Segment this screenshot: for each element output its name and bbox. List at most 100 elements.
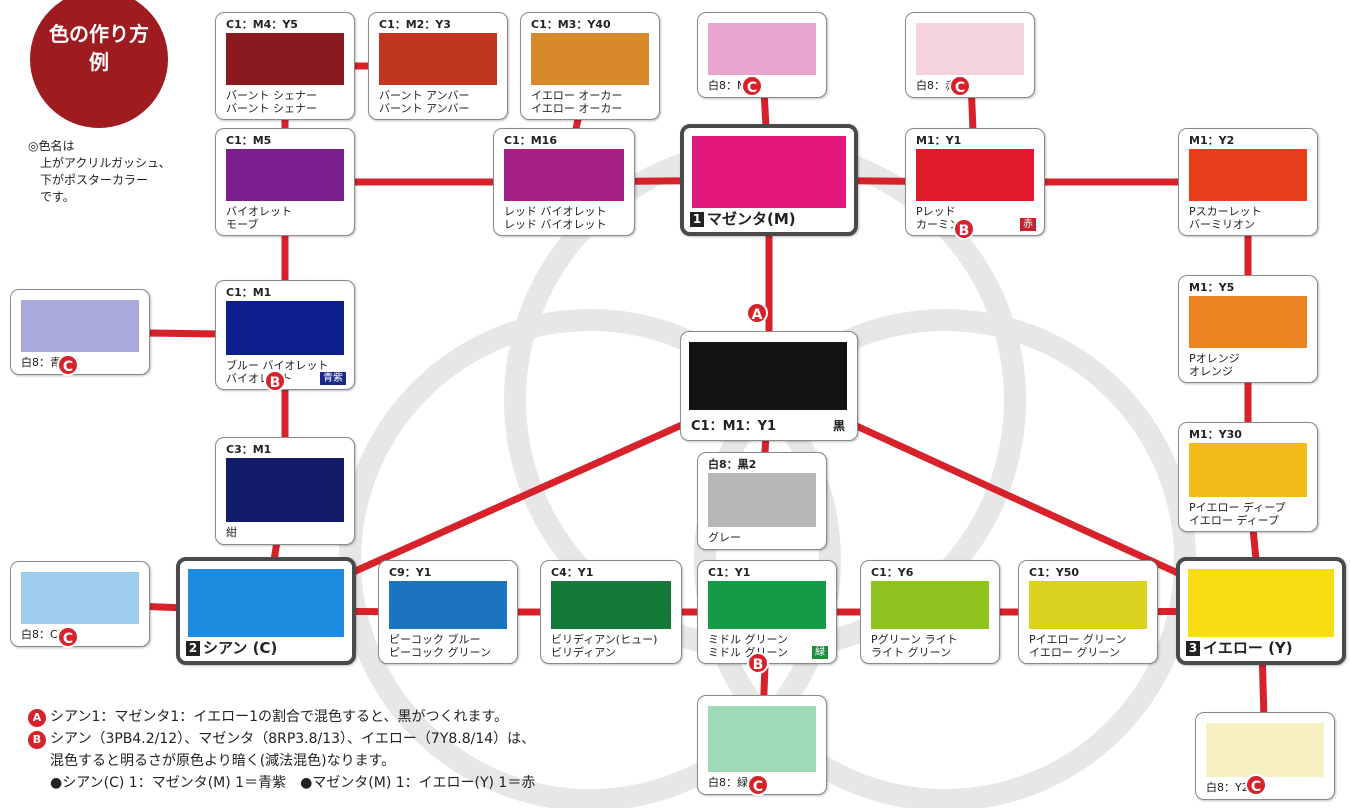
color-name-primary: ビリディアン(ヒュー) <box>551 633 658 646</box>
mix-ratio: C1：Y1 <box>708 566 751 579</box>
color-swatch <box>21 300 139 352</box>
mix-ratio: C1：M2：Y3 <box>379 18 451 31</box>
color-card-w-yellow: 白8：Y2 <box>1195 712 1335 800</box>
color-swatch <box>226 301 344 355</box>
color-swatch <box>1189 149 1307 201</box>
marker-c-icon: C <box>747 774 769 796</box>
color-name-secondary: バーミリオン <box>1189 218 1255 231</box>
color-swatch <box>21 572 139 624</box>
color-name-primary: Pオレンジ <box>1189 352 1240 365</box>
color-tag: 緑 <box>812 646 828 659</box>
title-badge: 色の作り方 例 <box>30 0 168 128</box>
mix-ratio: C1：Y6 <box>871 566 914 579</box>
color-swatch <box>916 23 1024 75</box>
color-name-primary: グレー <box>708 531 741 544</box>
color-name-primary: バーント シェナー <box>226 89 317 102</box>
mix-ratio: C1：M5 <box>226 134 272 147</box>
marker-c-icon: C <box>1245 774 1267 796</box>
color-name-primary: Pグリーン ライト <box>871 633 958 646</box>
color-name-primary: Pスカーレット <box>1189 205 1262 218</box>
marker-a-icon: A <box>28 709 46 727</box>
mix-ratio: C1：Y50 <box>1029 566 1079 579</box>
color-card-w-green: 白8：緑2 <box>697 695 827 795</box>
primary-name: シアン (C) <box>203 639 278 657</box>
marker-c-icon: C <box>57 354 79 376</box>
color-swatch <box>226 33 344 85</box>
mix-ratio: M1：Y1 <box>916 134 962 147</box>
color-name-primary: 紺 <box>226 526 237 539</box>
color-name-primary: ピーコック ブルー <box>389 633 481 646</box>
color-name-primary: ミドル グリーン <box>708 633 788 646</box>
color-name-primary: イエロー オーカー <box>531 89 623 102</box>
color-name-primary: バーント アンバー <box>379 89 470 102</box>
color-swatch <box>551 581 671 629</box>
color-swatch <box>1188 569 1334 637</box>
note-line3: 下がポスターカラー <box>40 173 149 187</box>
color-swatch <box>708 581 826 629</box>
mix-ratio: M1：Y5 <box>1189 281 1235 294</box>
marker-c-icon: C <box>949 75 971 97</box>
color-swatch <box>379 33 497 85</box>
color-swatch <box>504 149 624 201</box>
marker-c-icon: C <box>57 626 79 648</box>
marker-b-icon: B <box>747 652 769 674</box>
color-swatch <box>708 706 816 772</box>
title-line1: 色の作り方 <box>49 22 149 46</box>
note-line1: ◎色名は <box>28 139 75 153</box>
mix-ratio: C1：M1 <box>226 286 272 299</box>
color-name-secondary: モーブ <box>226 218 259 231</box>
color-name-primary: Pイエロー グリーン <box>1029 633 1127 646</box>
color-tag: 黒 <box>832 419 845 433</box>
color-name-secondary: レッド バイオレット <box>504 218 607 231</box>
color-name-primary: 白8：C2 <box>21 628 65 641</box>
mix-ratio: M1：Y2 <box>1189 134 1235 147</box>
color-swatch <box>1206 723 1324 777</box>
mix-ratio: C1：M3：Y40 <box>531 18 611 31</box>
color-swatch <box>871 581 989 629</box>
color-name-secondary: バーント アンバー <box>379 102 470 115</box>
mix-ratio: C4：Y1 <box>551 566 594 579</box>
color-swatch <box>708 23 816 75</box>
primary-number: 3 <box>1186 641 1200 656</box>
mix-ratio: M1：Y30 <box>1189 428 1242 441</box>
marker-b-icon: B <box>28 731 46 749</box>
color-name-secondary: イエロー グリーン <box>1029 646 1120 659</box>
color-card-w-blue-violet: 白8：青紫2 <box>10 289 150 375</box>
primary-name: イエロー (Y) <box>1203 639 1293 657</box>
primary-number: 1 <box>690 212 704 227</box>
color-name-secondary: カーミン <box>916 218 960 231</box>
color-tag: 青紫 <box>320 372 346 385</box>
color-swatch <box>1189 296 1307 348</box>
footnote-b-text1: シアン（3PB4.2/12）、マゼンタ（8RP3.8/13）、イエロー（7Y8.… <box>50 731 536 747</box>
mix-ratio: C1：M1：Y1 <box>691 419 777 434</box>
color-name-primary: バイオレット <box>226 205 292 218</box>
color-name-primary: 白8：緑2 <box>708 776 755 789</box>
marker-c-icon: C <box>741 75 763 97</box>
color-swatch <box>916 149 1034 201</box>
color-name-primary: Pレッド <box>916 205 956 218</box>
color-card-black: C1：M1：Y1 黒 <box>680 331 858 441</box>
color-card-burnt-umber: C1：M2：Y3 バーント アンバーバーント アンバー <box>368 12 508 120</box>
color-card-w-cyan: 白8：C2 <box>10 561 150 647</box>
mix-ratio: C1：M4：Y5 <box>226 18 298 31</box>
marker-b-icon: B <box>264 370 286 392</box>
color-name-secondary: イエロー オーカー <box>531 102 623 115</box>
